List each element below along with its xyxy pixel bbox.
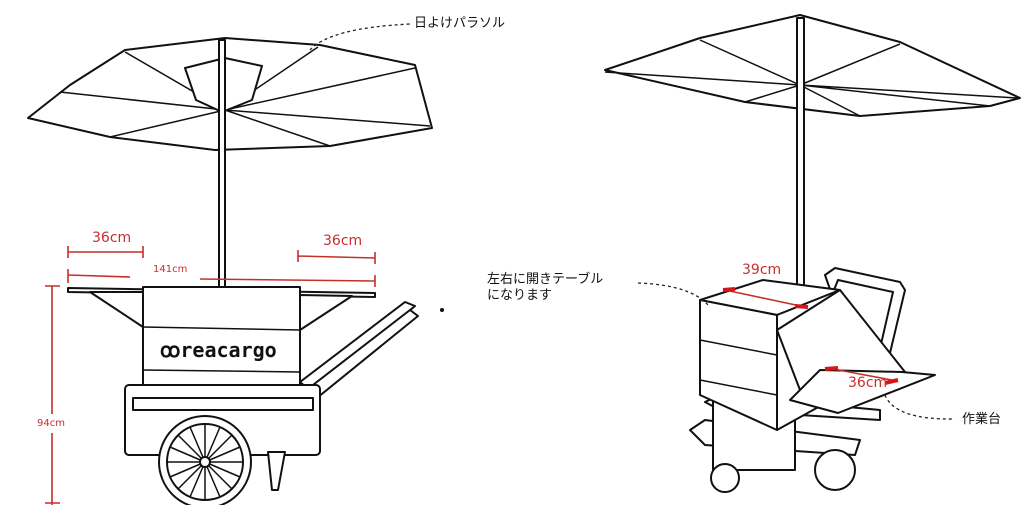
workbench-label: 作業台 [962, 412, 1002, 427]
parasol-leader [309, 23, 411, 51]
right-cart [689, 267, 936, 493]
top-depth-dimension: 39cm [742, 262, 782, 278]
left-parasol [27, 37, 433, 291]
reacargo-logo: ꝏreacargo [160, 338, 277, 362]
workbench-width-dimension: 36cm [848, 375, 888, 391]
height-dimension: 94cm [37, 418, 65, 429]
right-parasol [604, 14, 1021, 291]
fold-table-leader [637, 282, 709, 306]
total-width-dimension: 141cm [153, 264, 188, 275]
parasol-label: 日よけパラソル [414, 16, 506, 31]
workbench-leader [884, 394, 956, 420]
fold-table-label: 左右に開きテーブル になります [487, 272, 604, 303]
left-cart [67, 286, 419, 505]
right-dimensions [722, 287, 899, 385]
left-dimensions [45, 246, 376, 505]
logo-icon: ꝏ [160, 338, 181, 362]
right-wing-dimension: 36cm [323, 233, 363, 249]
left-wing-dimension: 36cm [92, 230, 132, 246]
